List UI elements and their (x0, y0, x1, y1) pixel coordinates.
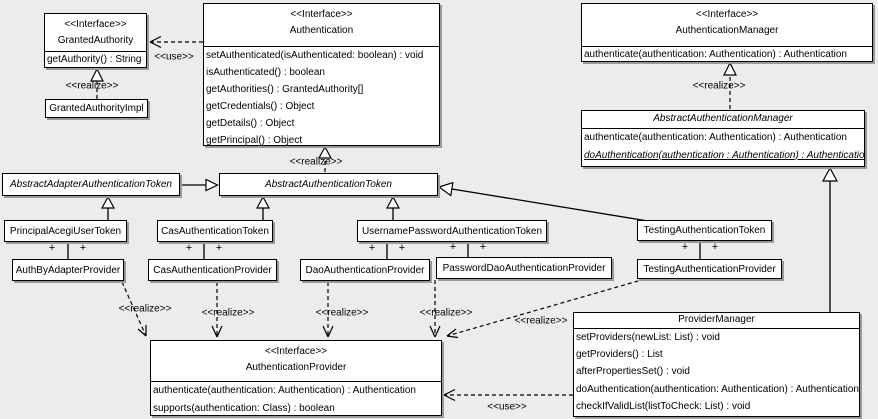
method: supports(authentication: Class) : boolea… (153, 402, 335, 414)
realize-label: <<realize>> (514, 315, 568, 327)
edge-use-authentication-grantedauthority[interactable] (149, 35, 203, 49)
edge-use-providermanager-authenticationprovider[interactable] (443, 388, 573, 402)
stereotype: <<Interface>> (264, 346, 328, 357)
use-label: <<use>> (154, 51, 194, 63)
class-name: PasswordDaoAuthenticationProvider (442, 262, 606, 274)
assoc-plus: + (449, 241, 457, 253)
assoc-plus: + (479, 241, 487, 253)
stereotype: <<Interface>> (290, 9, 353, 20)
class-authentication-provider[interactable]: <<Interface>> AuthenticationProvider aut… (150, 340, 442, 416)
realize-label: <<realize>> (315, 307, 369, 319)
edge-realize-abstractauthenticationtoken[interactable] (317, 145, 333, 172)
edge-gen-usernamepasswordtoken[interactable] (385, 195, 401, 222)
class-principal-acegi-user-token[interactable]: PrincipalAcegiUserToken (4, 220, 127, 242)
method: setProviders(newList: List) : void (576, 331, 720, 343)
realize-label: <<realize>> (419, 307, 473, 319)
class-name: GrantedAuthorityImpl (49, 103, 144, 114)
class-cas-authentication-token[interactable]: CasAuthenticationToken (157, 220, 273, 242)
method: getDetails() : Object (206, 117, 295, 129)
method: doAuthentication(authentication : Authen… (584, 149, 864, 161)
class-dao-authentication-provider[interactable]: DaoAuthenticationProvider (300, 259, 430, 281)
class-testing-authentication-provider[interactable]: TestingAuthenticationProvider (637, 259, 782, 279)
edge-gen-castoken[interactable] (255, 195, 271, 221)
class-name: AuthByAdapterProvider (15, 264, 121, 276)
assoc-plus: + (681, 241, 689, 253)
class-name: AbstractAdapterAuthenticationToken (10, 179, 172, 190)
class-name: ProviderManager (678, 314, 755, 325)
stereotype: <<Interface>> (695, 9, 759, 20)
edge-gen-testingtoken[interactable] (437, 181, 649, 222)
edge-realize-testingprovider[interactable] (446, 278, 646, 339)
assoc-plus: + (215, 242, 223, 254)
class-abstract-authentication-token[interactable]: AbstractAuthenticationToken (219, 173, 438, 196)
method: authenticate(authentication: Authenticat… (153, 384, 416, 396)
class-name: Authentication (289, 25, 354, 36)
class-cas-authentication-provider[interactable]: CasAuthenticationProvider (148, 259, 277, 281)
method: getPrincipal() : Object (206, 134, 303, 146)
class-name: UsernamePasswordAuthenticationToken (361, 225, 543, 237)
edge-gen-principaltoken[interactable] (100, 195, 116, 221)
assoc-plus: + (79, 242, 87, 254)
class-authentication-manager[interactable]: <<Interface>> AuthenticationManager auth… (581, 3, 873, 62)
edge-realize-casprovider[interactable] (211, 282, 223, 338)
class-name: TestingAuthenticationProvider (643, 263, 776, 275)
assoc-plus: + (368, 242, 376, 254)
class-name: DaoAuthenticationProvider (305, 264, 425, 276)
edge-gen-providermanager[interactable] (821, 166, 839, 312)
class-name: GrantedAuthority (57, 35, 134, 46)
assoc-plus: + (398, 242, 406, 254)
method: getAuthorities() : GrantedAuthority[] (206, 83, 364, 95)
class-authentication[interactable]: <<Interface>> Authentication setAuthenti… (203, 3, 440, 146)
method: getProviders() : List (576, 348, 663, 360)
assoc-plus: + (185, 242, 193, 254)
method: doAuthentication(authentication: Authent… (576, 383, 859, 395)
class-name: AbstractAuthenticationToken (265, 179, 392, 190)
stereotype: <<Interface>> (64, 19, 127, 30)
class-name: TestingAuthenticationToken (643, 225, 766, 236)
class-name: CasAuthenticationToken (161, 225, 269, 237)
class-name: AuthenticationManager (675, 25, 779, 36)
edge-gen-abstractadapter-to-abstracttoken[interactable] (180, 178, 219, 192)
assoc-plus: + (711, 241, 719, 253)
class-name: AuthenticationProvider (245, 362, 347, 373)
realize-label: <<realize>> (289, 156, 343, 168)
method: checkIfValidList(listToCheck: List) : vo… (576, 401, 751, 413)
class-name: PrincipalAcegiUserToken (9, 225, 122, 237)
realize-label: <<realize>> (65, 80, 119, 92)
edge-realize-grantedauthorityimpl[interactable] (90, 67, 104, 99)
edge-realize-abstractauthenticationmanager[interactable] (723, 61, 737, 109)
realize-label: <<realize>> (692, 80, 746, 92)
method: authenticate(authentication: Authenticat… (584, 131, 847, 143)
method: getCredentials() : Object (206, 100, 315, 112)
method: authenticate(authentication: Authenticat… (584, 48, 847, 60)
class-abstract-adapter-authentication-token[interactable]: AbstractAdapterAuthenticationToken (2, 173, 180, 196)
class-username-password-authentication-token[interactable]: UsernamePasswordAuthenticationToken (357, 220, 547, 242)
class-testing-authentication-token[interactable]: TestingAuthenticationToken (637, 220, 772, 241)
edge-realize-authbyadapterprovider[interactable] (121, 281, 147, 337)
use-label: <<use>> (487, 401, 527, 413)
class-name: CasAuthenticationProvider (153, 264, 272, 276)
class-granted-authority[interactable]: <<Interface>> GrantedAuthority getAuthor… (44, 13, 147, 68)
method: afterPropertiesSet() : void (576, 366, 690, 378)
class-name: AbstractAuthenticationManager (653, 113, 793, 124)
class-provider-manager[interactable]: ProviderManager setProviders(newList: Li… (573, 312, 860, 417)
assoc-plus: + (48, 242, 56, 254)
method: getAuthority() : String (47, 53, 142, 65)
class-password-dao-authentication-provider[interactable]: PasswordDaoAuthenticationProvider (436, 257, 612, 279)
method: setAuthenticated(isAuthenticated: boolea… (206, 49, 424, 61)
class-abstract-authentication-manager[interactable]: AbstractAuthenticationManager authentica… (581, 110, 865, 167)
edge-realize-daoprovider[interactable] (322, 282, 334, 338)
realize-label: <<realize>> (118, 303, 172, 315)
class-granted-authority-impl[interactable]: GrantedAuthorityImpl (45, 99, 148, 118)
edge-realize-passworddaoprovider[interactable] (429, 280, 441, 338)
method: isAuthenticated() : boolean (206, 66, 325, 78)
realize-label: <<realize>> (201, 307, 255, 319)
class-auth-by-adapter-provider[interactable]: AuthByAdapterProvider (12, 259, 124, 281)
